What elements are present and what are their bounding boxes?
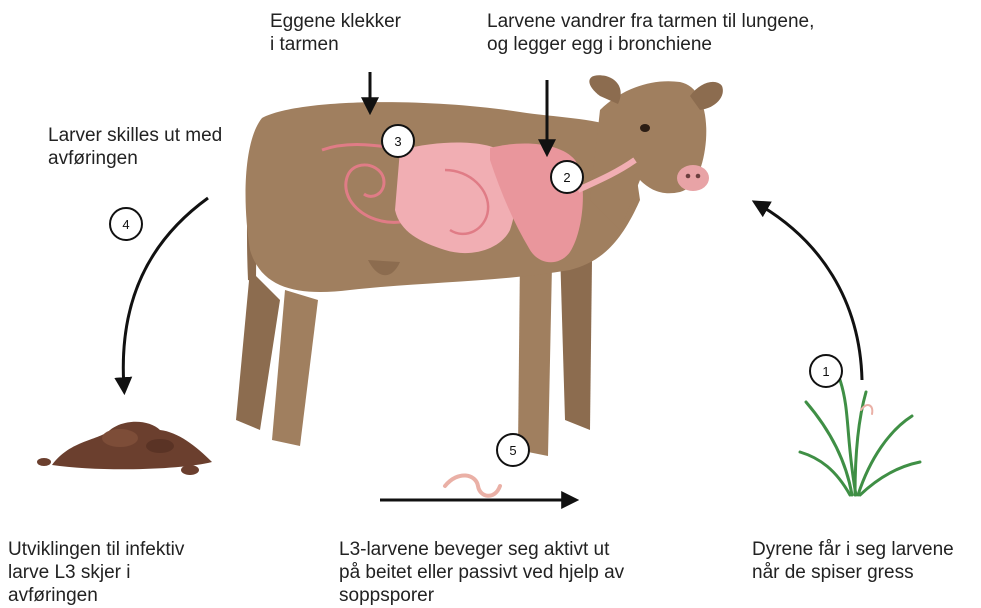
step-marker-5: 5 [497, 434, 529, 466]
feces-pile-icon [37, 422, 212, 475]
label-line: Utviklingen til infektiv [8, 538, 184, 561]
label-develop: Utviklingen til infektiv larve L3 skjer … [8, 538, 184, 607]
label-line: avføringen [48, 147, 222, 170]
label-line: Eggene klekker [270, 10, 401, 33]
label-line: Larver skilles ut med [48, 124, 222, 147]
calf-icon [236, 75, 723, 456]
label-line: avføringen [8, 584, 184, 607]
label-move: L3-larvene beveger seg aktivt ut på beit… [339, 538, 624, 607]
label-excrete: Larver skilles ut med avføringen [48, 124, 222, 170]
step-marker-4: 4 [110, 208, 142, 240]
label-hatch: Eggene klekker i tarmen [270, 10, 401, 56]
label-line: når de spiser gress [752, 561, 954, 584]
step-number: 3 [394, 134, 401, 149]
label-line: på beitet eller passivt ved hjelp av [339, 561, 624, 584]
step-number: 2 [563, 170, 570, 185]
step-marker-3: 3 [382, 125, 414, 157]
label-line: Dyrene får i seg larvene [752, 538, 954, 561]
label-ingest: Dyrene får i seg larvene når de spiser g… [752, 538, 954, 584]
step-marker-1: 1 [810, 355, 842, 387]
label-line: i tarmen [270, 33, 401, 56]
label-line: og legger egg i bronchiene [487, 33, 814, 56]
label-line: L3-larvene beveger seg aktivt ut [339, 538, 624, 561]
label-migrate: Larvene vandrer fra tarmen til lungene, … [487, 10, 814, 56]
label-line: soppsporer [339, 584, 624, 607]
label-line: larve L3 skjer i [8, 561, 184, 584]
larva-icon [445, 475, 500, 495]
grass-icon [800, 380, 920, 495]
step-number: 5 [509, 443, 516, 458]
step-number: 1 [822, 364, 829, 379]
label-line: Larvene vandrer fra tarmen til lungene, [487, 10, 814, 33]
ingest-arrow [758, 204, 862, 380]
step-marker-2: 2 [551, 161, 583, 193]
step-number: 4 [122, 217, 129, 232]
